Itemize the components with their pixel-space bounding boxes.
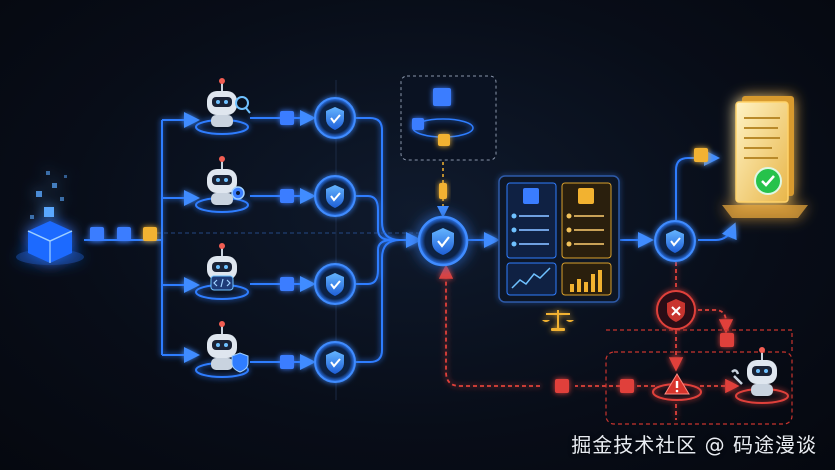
- knowledge-base: [400, 75, 497, 199]
- fix-loop-frame-top: [606, 329, 793, 352]
- agent-output-packets: [280, 111, 294, 369]
- bar-chart-icon: [561, 262, 612, 296]
- shield-check-icon: [417, 215, 469, 267]
- robot-search-icon: [195, 78, 251, 135]
- balance-scale-icon: [542, 310, 574, 331]
- red-feedback-lines: [438, 262, 740, 420]
- fix-loop-frame: [605, 351, 793, 425]
- shield-check-icon: [654, 220, 696, 262]
- gold-packet: [439, 183, 447, 199]
- line-chart-icon: [506, 262, 557, 296]
- robot-code-icon: [195, 243, 249, 300]
- shield-check-icon: [314, 175, 356, 217]
- stacked-cubes-icon: [412, 88, 451, 146]
- watermark-text: 掘金技术社区 @ 码途漫谈: [571, 433, 817, 457]
- validator-shields: [314, 97, 356, 383]
- shield-check-icon: [314, 97, 356, 139]
- shield-check-icon: [314, 341, 356, 383]
- robot-settings-icon: [195, 156, 249, 213]
- error-packets: [555, 333, 734, 393]
- approved-packet: [694, 148, 708, 162]
- gold-list-panel: [561, 182, 612, 259]
- approved-document-icon: [722, 96, 808, 218]
- blue-list-panel: [506, 182, 557, 259]
- blue-flow-lines: [84, 110, 737, 370]
- shield-x-icon: [656, 290, 696, 330]
- robot-wrench-icon: [731, 347, 789, 404]
- comparison-panel: [498, 175, 620, 331]
- robot-shield-icon: [195, 321, 249, 378]
- shield-check-icon: [314, 263, 356, 305]
- database-stack-icon: [16, 171, 84, 265]
- data-packets: [90, 227, 157, 241]
- agent-robots: [195, 78, 251, 378]
- warning-triangle-icon: [652, 373, 702, 401]
